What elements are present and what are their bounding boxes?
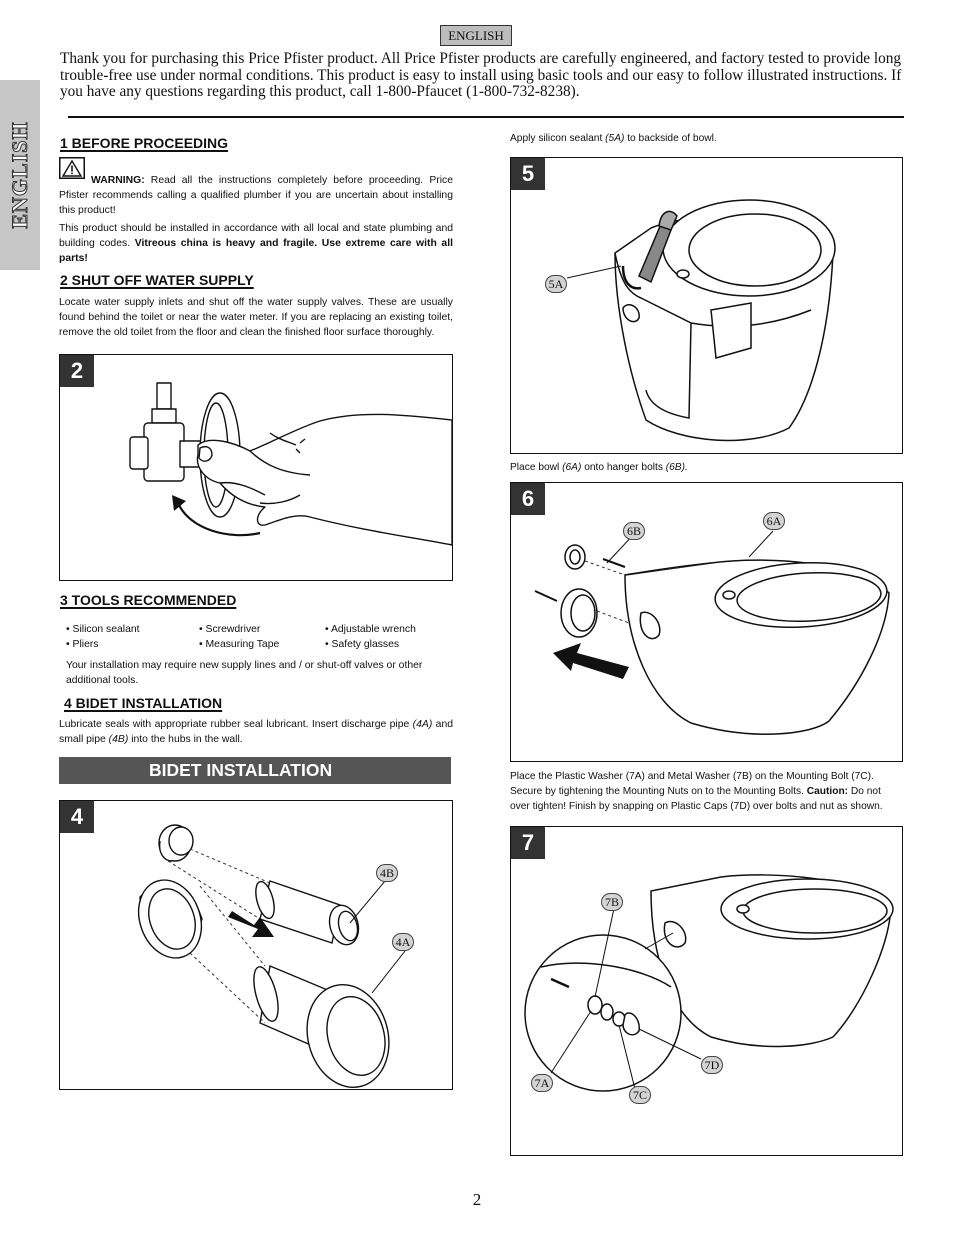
tool-item: • Silicon sealant <box>66 624 140 635</box>
step-6-caption: Place bowl (6A) onto hanger bolts (6B). <box>510 460 900 475</box>
caption-text: Place the Plastic Washer (7A) and Metal … <box>510 771 874 797</box>
section-shutoff-heading: 2 SHUT OFF WATER SUPPLY <box>60 272 254 288</box>
caption-ref-6a: (6A) <box>562 462 582 473</box>
side-tab-label: ENGLISH <box>7 121 33 229</box>
caption-ref-6b: (6B). <box>665 462 688 473</box>
tools-column-3: • Adjustable wrench • Safety glasses <box>325 623 453 652</box>
bidet-installation-banner: BIDET INSTALLATION <box>59 757 451 784</box>
warning-text: Read all the instructions completely bef… <box>59 175 453 216</box>
callout-6a: 6A <box>763 512 785 530</box>
warning-label: WARNING: <box>91 175 145 186</box>
tool-item: • Measuring Tape <box>199 638 280 650</box>
caption-text: Place bowl <box>510 462 563 473</box>
tool-item: • Screwdriver <box>199 624 261 635</box>
caption-text: onto hanger bolts <box>581 462 666 473</box>
language-badge: ENGLISH <box>440 25 512 46</box>
warning-icon <box>59 157 85 179</box>
bidet-ref-4a: (4A) <box>412 719 433 730</box>
codes-paragraph: This product should be installed in acco… <box>59 221 453 266</box>
section-before-heading: 1 BEFORE PROCEEDING <box>60 135 229 151</box>
step-6-figure: 6 6B 6A <box>510 482 903 762</box>
bowl-mounting-illustration <box>534 530 890 735</box>
intro-paragraph: Thank you for purchasing this Price Pfis… <box>60 50 902 100</box>
callout-7c: 7C <box>629 1086 651 1104</box>
tools-column-1: • Silicon sealant • Pliers <box>66 623 196 652</box>
caption-text: Apply silicon sealant <box>510 133 606 144</box>
callout-7a: 7A <box>531 1074 553 1092</box>
tools-column-2: • Screwdriver • Measuring Tape <box>199 623 324 652</box>
bidet-text: and small pipe <box>59 719 453 745</box>
bidet-text: into the hubs in the wall. <box>128 734 243 745</box>
header-rule <box>68 116 904 118</box>
step-7-caption: Place the Plastic Washer (7A) and Metal … <box>510 769 900 814</box>
step-2-figure: 2 <box>59 354 453 581</box>
washer-bolt-illustration <box>524 874 894 1092</box>
shutoff-paragraph: Locate water supply inlets and shut off … <box>59 297 453 338</box>
step-2-number: 2 <box>60 355 94 387</box>
callout-4b: 4B <box>376 864 398 882</box>
step-7-number: 7 <box>511 827 545 859</box>
step-4-number: 4 <box>60 801 94 833</box>
tool-item: • Adjustable wrench <box>325 624 416 635</box>
callout-6b: 6B <box>623 522 645 540</box>
callout-7b: 7B <box>601 893 623 911</box>
step-5-caption: Apply silicon sealant (5A) to backside o… <box>510 131 900 146</box>
tool-item: • Pliers <box>66 638 99 650</box>
warning-paragraph: WARNING: Read all the instructions compl… <box>59 157 453 218</box>
bidet-ref-4b: (4B) <box>108 734 129 745</box>
section-bidet-heading: 4 BIDET INSTALLATION <box>64 695 223 711</box>
caption-ref-5a: (5A) <box>605 133 625 144</box>
caution-text: Do not over tighten! Finish by snapping … <box>510 786 883 812</box>
tools-note: Your installation may require new supply… <box>66 660 423 686</box>
pipes-illustration <box>137 824 406 1088</box>
step-7-figure: 7 7B 7D 7A 7C <box>510 826 903 1156</box>
tool-item: • Safety glasses <box>325 638 400 650</box>
callout-4a: 4A <box>392 933 414 951</box>
section-tools-heading: 3 TOOLS RECOMMENDED <box>60 592 237 608</box>
codes-bold: Vitreous china is heavy and fragile. Use… <box>59 238 453 264</box>
sealant-bowl-illustration <box>566 199 836 442</box>
bidet-text: Lubricate seals with appropriate rubber … <box>59 719 413 730</box>
bidet-paragraph: Lubricate seals with appropriate rubber … <box>59 717 453 747</box>
codes-text: This product should be installed in acco… <box>59 223 453 249</box>
valve-hand-illustration <box>129 382 452 546</box>
step-5-number: 5 <box>511 158 545 190</box>
step-6-number: 6 <box>511 483 545 515</box>
language-side-tab: ENGLISH <box>0 80 40 270</box>
step-5-figure: 5 5A <box>510 157 903 454</box>
caution-label: Caution: <box>806 786 849 797</box>
callout-5a: 5A <box>545 275 567 293</box>
page-number: 2 <box>472 1190 482 1209</box>
caption-text: to backside of bowl. <box>624 133 717 144</box>
step-4-figure: 4 <box>59 800 453 1090</box>
callout-7d: 7D <box>701 1056 723 1074</box>
